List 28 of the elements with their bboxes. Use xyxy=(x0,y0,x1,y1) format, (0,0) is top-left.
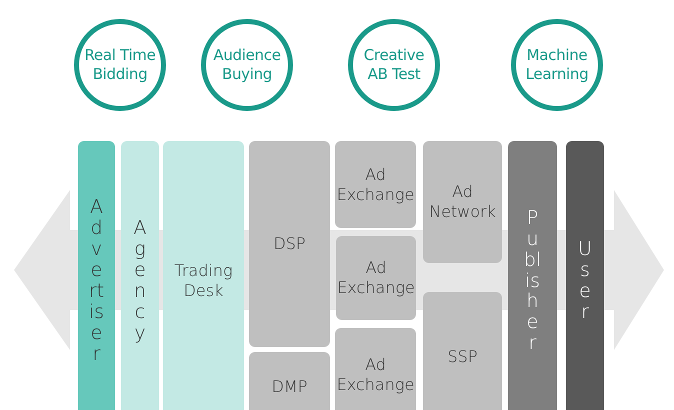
topic-label: Real Time Bidding xyxy=(83,46,157,84)
block xyxy=(423,292,502,410)
block xyxy=(336,236,416,320)
block-label: Agency xyxy=(132,218,148,344)
block-label: DSP xyxy=(273,234,306,254)
block-label: Ad Network xyxy=(428,182,497,222)
block-label: Trading Desk xyxy=(173,261,234,301)
block-label: Ad Exchange xyxy=(336,355,414,395)
block xyxy=(249,141,330,347)
block xyxy=(163,141,244,410)
vertical-column xyxy=(121,141,159,410)
block-label: DMP xyxy=(272,377,308,397)
block-label: Ad Exchange xyxy=(336,164,414,204)
block xyxy=(335,141,416,228)
block-label: Publisher xyxy=(523,208,542,354)
block xyxy=(249,352,330,410)
vertical-column xyxy=(508,141,557,410)
topic-label: Machine Learning xyxy=(524,46,590,84)
block-label: User xyxy=(577,239,593,323)
block xyxy=(423,141,502,263)
block-label: SSP xyxy=(448,347,478,367)
topic-label: Creative AB Test xyxy=(362,46,426,84)
block xyxy=(335,328,416,410)
block-label: Ad Exchange xyxy=(337,258,415,298)
block-label: Advertiser xyxy=(88,197,106,365)
vertical-column xyxy=(566,141,604,410)
vertical-column xyxy=(78,141,115,410)
topic-label: Audience Buying xyxy=(212,46,282,84)
